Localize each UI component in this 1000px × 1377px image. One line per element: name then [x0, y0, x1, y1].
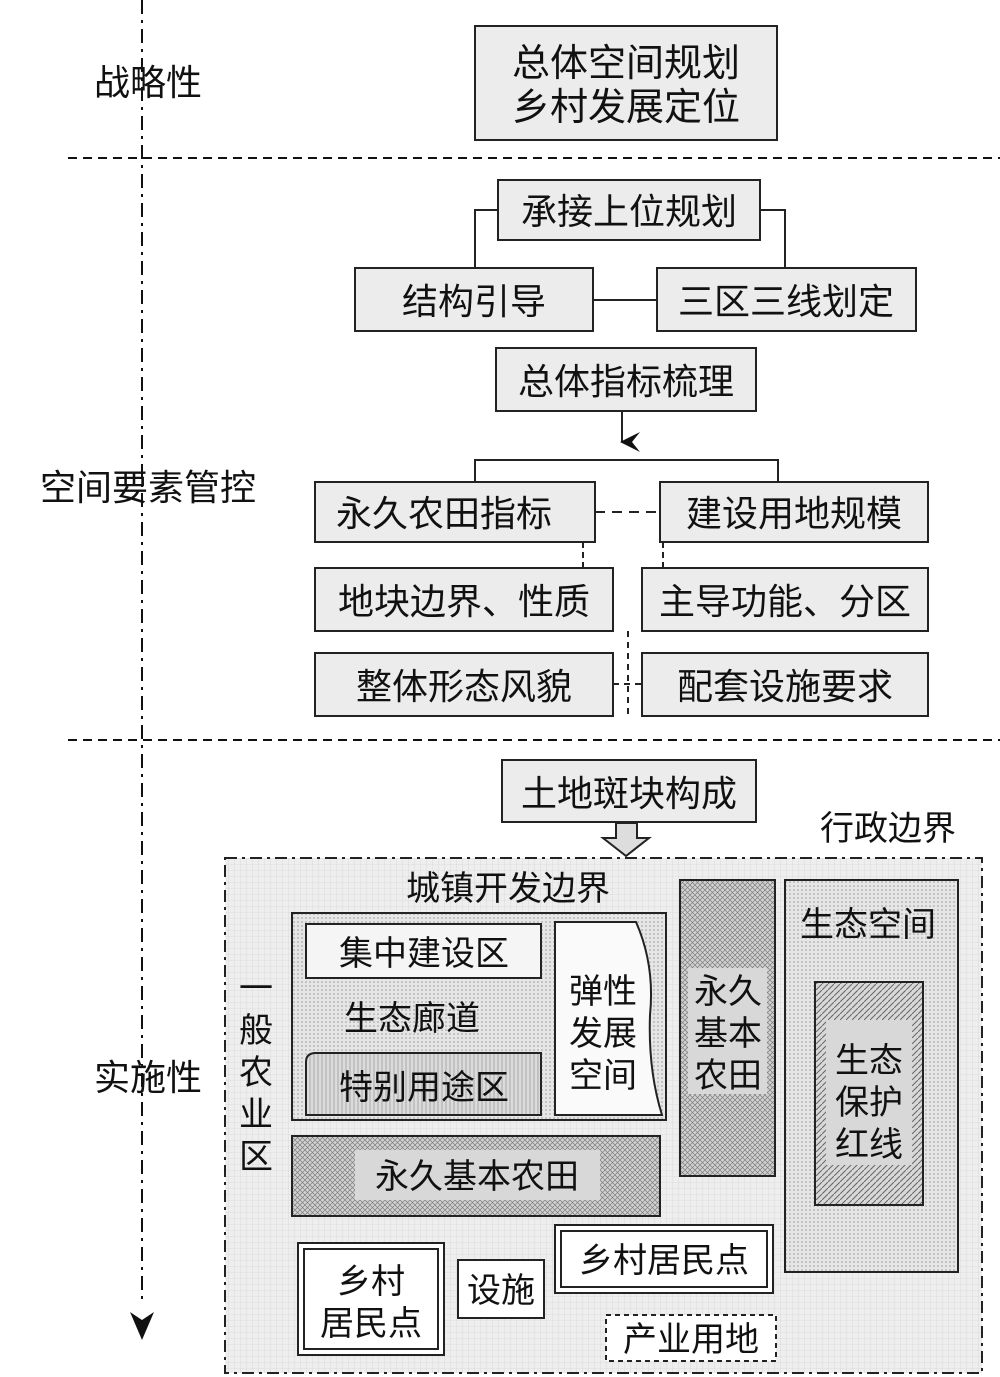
rural-settlement-a-line1: 乡村 — [337, 1262, 405, 1302]
industrial-land-label: 产业用地 — [623, 1320, 759, 1360]
indicators-branch-connector — [474, 459, 779, 482]
basic-farmland-horizontal-label-bg — [355, 1150, 600, 1200]
plot-boundary-box — [314, 567, 614, 632]
special-zone-label: 特别用途区 — [339, 1068, 509, 1108]
basic-farmland-vertical-line2: 基本 — [694, 1014, 762, 1054]
elastic-space-line1: 弹性 — [569, 972, 637, 1012]
main-function-box — [641, 567, 929, 632]
inherit-connectors — [474, 209, 786, 268]
indicators-box — [495, 347, 757, 412]
rural-settlement-b-label: 乡村居民点 — [579, 1241, 749, 1281]
main-function-label: 主导功能、分区 — [659, 582, 911, 623]
basic-farmland-horizontal-label: 永久基本农田 — [375, 1157, 579, 1197]
overall-form-label: 整体形态风貌 — [356, 667, 572, 708]
general-agri-char1: 一 — [239, 969, 273, 1009]
inherit-box — [497, 179, 761, 241]
general-agri-char2: 般 — [239, 1011, 273, 1051]
basic-farmland-vertical-label-bg — [688, 968, 767, 1094]
elastic-space-line2: 发展 — [569, 1014, 637, 1054]
elastic-space-line3: 空间 — [569, 1056, 637, 1096]
rural-settlement-b-box — [560, 1230, 768, 1288]
level-axis-arrow-icon — [130, 1312, 154, 1340]
top-box-line1: 总体空间规划 — [512, 41, 740, 85]
special-zone-box — [305, 1052, 542, 1116]
eco-redline-label-bg — [826, 1020, 912, 1165]
construction-scale-label: 建设用地规模 — [686, 494, 902, 535]
eco-space-label: 生态空间 — [800, 905, 936, 945]
general-agri-char5: 区 — [239, 1137, 273, 1177]
town-boundary-label: 城镇开发边界 — [406, 869, 610, 909]
concentrated-zone-box — [305, 923, 542, 979]
eco-redline-line3: 红线 — [835, 1125, 903, 1165]
industrial-land-box — [605, 1314, 777, 1362]
general-agri-char3: 农 — [239, 1053, 273, 1093]
rural-settlement-a-box — [303, 1248, 439, 1350]
basic-farmland-vertical-line3: 农田 — [694, 1056, 762, 1096]
eco-redline-line2: 保护 — [835, 1083, 903, 1123]
eco-redline-line1: 生态 — [835, 1041, 903, 1081]
eco-corridor-label: 生态廊道 — [344, 999, 480, 1039]
concentrated-zone-label: 集中建设区 — [339, 934, 509, 974]
land-patch-box — [501, 759, 757, 823]
inherit-label: 承接上位规划 — [521, 192, 737, 233]
land-patch-arrow-icon — [600, 822, 652, 858]
admin-boundary-label: 行政边界 — [820, 809, 956, 849]
top-box — [474, 25, 778, 141]
farmland-indicator-label: 永久农田指标 — [336, 494, 552, 535]
facility-requirement-box — [641, 652, 929, 717]
land-patch-label: 土地斑块构成 — [521, 774, 737, 815]
structure-box — [354, 267, 594, 332]
three-zones-label: 三区三线划定 — [678, 282, 894, 323]
level-label-strategic: 战略性 — [94, 63, 202, 104]
top-box-line2: 乡村发展定位 — [512, 85, 740, 129]
level-label-implementation: 实施性 — [94, 1058, 202, 1099]
level-label-element-control: 空间要素管控 — [40, 468, 256, 509]
elastic-space-box — [554, 921, 664, 1116]
facility-requirement-label: 配套设施要求 — [677, 667, 893, 708]
three-zones-box — [656, 267, 917, 332]
construction-scale-box — [659, 481, 929, 543]
facilities-box — [457, 1259, 545, 1319]
rural-settlement-a-line2: 居民点 — [320, 1304, 422, 1344]
basic-farmland-vertical-line1: 永久 — [694, 972, 762, 1012]
indicators-label: 总体指标梳理 — [518, 362, 734, 403]
overall-form-box — [314, 652, 614, 717]
general-agri-char4: 业 — [239, 1095, 273, 1135]
plot-boundary-label: 地块边界、性质 — [338, 582, 590, 623]
facilities-label: 设施 — [467, 1271, 535, 1311]
structure-label: 结构引导 — [402, 282, 546, 323]
